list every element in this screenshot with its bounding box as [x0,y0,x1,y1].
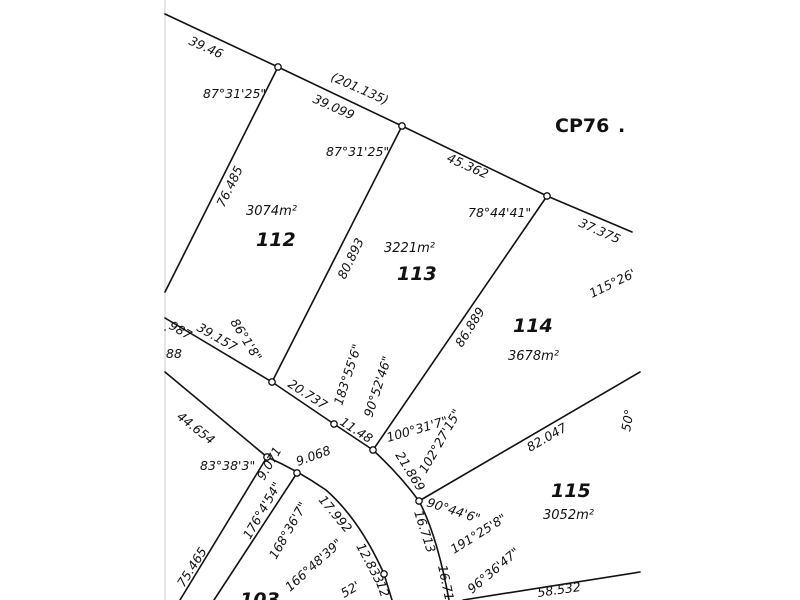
angle-52: 52' [338,578,362,600]
dim-37-375: 37.375 [577,215,623,247]
angle-168-36-7: 168°36'7" [266,499,311,561]
parcel-dot: . [618,115,625,137]
dim-58-532: 58.532 [536,579,581,600]
dim-9-068: 9.068 [294,442,333,468]
dim-12-833: 12.833 [353,540,387,586]
lot-112-number: 112 [256,229,296,251]
dim-80-893: 80.893 [334,235,367,281]
angle-183-55-6: 183°55'6" [331,342,365,407]
dim-16-713: 16.713 [411,508,439,554]
dim-11-48: 11.48 [337,414,375,446]
survey-points [263,63,551,578]
lot-115-area: 3052m² [543,508,594,523]
dim-45-362: 45.362 [445,150,491,182]
dim-50: 50° [618,408,637,432]
parcel-label: CP76 [555,115,609,137]
dim-44-654: 44.654 [174,409,218,448]
angle-115-26: 115°26' [587,266,638,301]
dim-88: 88 [166,346,182,361]
angle-78-44-41: 78°44'41" [468,205,531,220]
lot-lines [164,66,641,600]
angle-96-36-47: 96°36'47" [464,544,522,596]
dim-75-465: 75.465 [174,545,210,590]
angle-166-48-39: 166°48'39" [282,536,345,595]
dim-82-047: 82.047 [524,420,569,455]
dim-39-46: 39.46 [187,33,226,61]
lot-113-number: 113 [397,263,437,285]
angle-90-44-6: 90°44'6" [425,495,482,526]
lot-114-area: 3678m² [508,349,559,364]
lot-113-area: 3221m² [384,241,435,256]
angle-12: 12 [373,579,393,599]
lot-115-number: 115 [551,480,591,502]
dim-987: 987 [167,318,195,343]
angle-83-38-3: 83°38'3" [200,458,255,473]
lot-103-number: 103 [240,589,280,600]
angle-90-52-46: 90°52'46" [361,354,395,419]
lot-114-number: 114 [513,315,553,337]
lot-112-area: 3074m² [246,204,297,219]
angle-87-31-25-a: 87°31'25" [203,86,266,101]
angle-87-31-25-b: 87°31'25" [326,144,389,159]
dim-39-099: 39.099 [311,91,357,123]
dim-16-71: 16.71 [435,564,457,600]
